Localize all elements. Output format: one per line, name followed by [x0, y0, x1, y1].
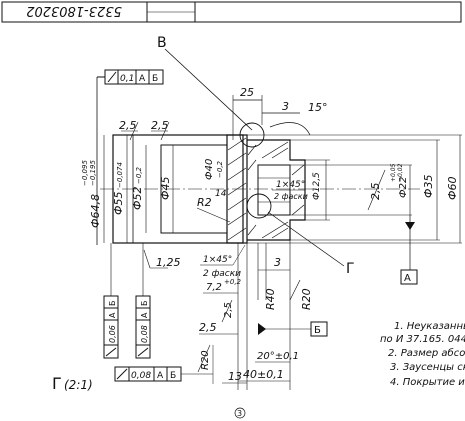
- dim-chamfer-1-note: 2 фаски: [274, 192, 308, 201]
- tol-left2-value: 0,08: [140, 325, 149, 343]
- dim-angle-15: 15°: [308, 101, 328, 114]
- tol-bottom-value: 0,08: [131, 371, 151, 381]
- dim-chamfer-1: 1×45°: [276, 180, 305, 190]
- dim-2-5-d: 2,5: [223, 302, 234, 318]
- dim-3-bot: 3: [274, 256, 281, 269]
- dim-chamfer-2: 1×45°: [203, 255, 232, 265]
- dim-7-2: 7,2: [206, 282, 222, 293]
- dim-dia-64-tol-dn: −0,195: [89, 160, 97, 186]
- dim-r20: R20: [300, 288, 313, 310]
- note-3: 3. Заусенцы ск: [390, 362, 465, 373]
- dim-1-25: 1,25: [156, 256, 181, 269]
- dim-dia-52-tol: −0,2: [135, 166, 143, 184]
- tol-bottom-datum1: А: [157, 371, 164, 381]
- dim-dia-55: Ф55: [112, 192, 125, 215]
- dim-14: 14: [215, 189, 227, 199]
- tol-bottom-datum2: Б: [170, 371, 176, 381]
- dim-2-5-b: 2,5: [151, 119, 169, 132]
- dim-dia-45: Ф45: [159, 177, 172, 200]
- tol-left1-value: 0,06: [108, 325, 117, 343]
- dim-3-top: 3: [282, 100, 289, 113]
- hatching: [227, 137, 305, 241]
- note-2: 2. Размер абсо: [388, 347, 465, 359]
- dim-chamfer-2-note: 2 фаски: [203, 269, 241, 279]
- dim-dia-40: Ф40: [204, 159, 215, 180]
- dim-r20-b: R20: [200, 350, 211, 370]
- datum-b: Б: [314, 325, 321, 336]
- dim-dia-22-tol-up: +0,05: [390, 163, 397, 182]
- dim-dia-35: Ф35: [422, 175, 435, 198]
- dim-r2: R2: [197, 196, 212, 209]
- doc-number: 5323-1803202: [26, 3, 122, 18]
- tol-top-datum1: А: [139, 74, 146, 84]
- detail-label-g: Г: [346, 261, 355, 277]
- tolerance-frame-left-2: 0,08 А Б: [135, 243, 151, 359]
- dim-dia-40-tol: −0,2: [216, 160, 224, 178]
- dia-dims-left: [103, 135, 174, 243]
- note-1: 1. Неуказанные: [394, 321, 465, 332]
- dim-40: 40±0,1: [243, 368, 284, 381]
- dim-dia-12-5: Ф12,5: [312, 172, 322, 200]
- title-block: 5323-1803202: [1, 1, 462, 23]
- tolerance-frame-bottom: 0,08 А Б: [114, 366, 213, 382]
- detail-view-label: Г: [52, 374, 62, 393]
- tol-top-value: 0,1: [120, 74, 134, 84]
- datum-a: А: [404, 273, 411, 284]
- dim-dia-64: Ф64,8: [89, 194, 102, 228]
- tolerance-frame-left-1: 0,06 А Б: [103, 243, 119, 359]
- dim-2-5-e: 2,5: [199, 321, 217, 334]
- dim-dia-22-tol-dn: −0,02: [397, 163, 404, 182]
- dim-2-5-a: 2,5: [119, 119, 137, 132]
- note-4: 4. Покрытие и: [390, 377, 465, 388]
- dim-13: 13: [228, 370, 242, 383]
- dim-dia-64-tol-up: −0,095: [81, 160, 89, 186]
- notes: 1. Неуказанные по И 37.165. 044 2. Разме…: [380, 321, 465, 388]
- dim-25-top: 25: [240, 86, 254, 99]
- tol-left2-datum1: А: [140, 312, 149, 318]
- detail-circle-g: [246, 193, 272, 219]
- detail-view-scale: (2:1): [64, 378, 93, 392]
- bottom-mark: 3: [237, 409, 242, 418]
- dim-dia-60: Ф60: [446, 177, 459, 200]
- note-1b: по И 37.165. 044: [380, 334, 465, 345]
- dim-dia-55-tol: −0,074: [116, 162, 124, 188]
- dim-dia-22: Ф22: [398, 177, 409, 198]
- dim-2-5-c: 2,5: [369, 183, 382, 201]
- section-label-b: В: [157, 35, 167, 51]
- tol-left1-datum2: Б: [108, 301, 117, 307]
- dim-r40: R40: [264, 288, 277, 310]
- tol-top-datum2: Б: [152, 74, 158, 84]
- dim-7-2-tol: +0,2: [224, 278, 242, 286]
- tol-left2-datum2: Б: [140, 301, 149, 307]
- dim-dia-52: Ф52: [131, 187, 144, 210]
- tol-left1-datum1: А: [108, 312, 117, 318]
- dim-20-deg: 20°±0,1: [257, 351, 299, 362]
- tolerance-frame-top: 0,1 А Б: [96, 69, 164, 245]
